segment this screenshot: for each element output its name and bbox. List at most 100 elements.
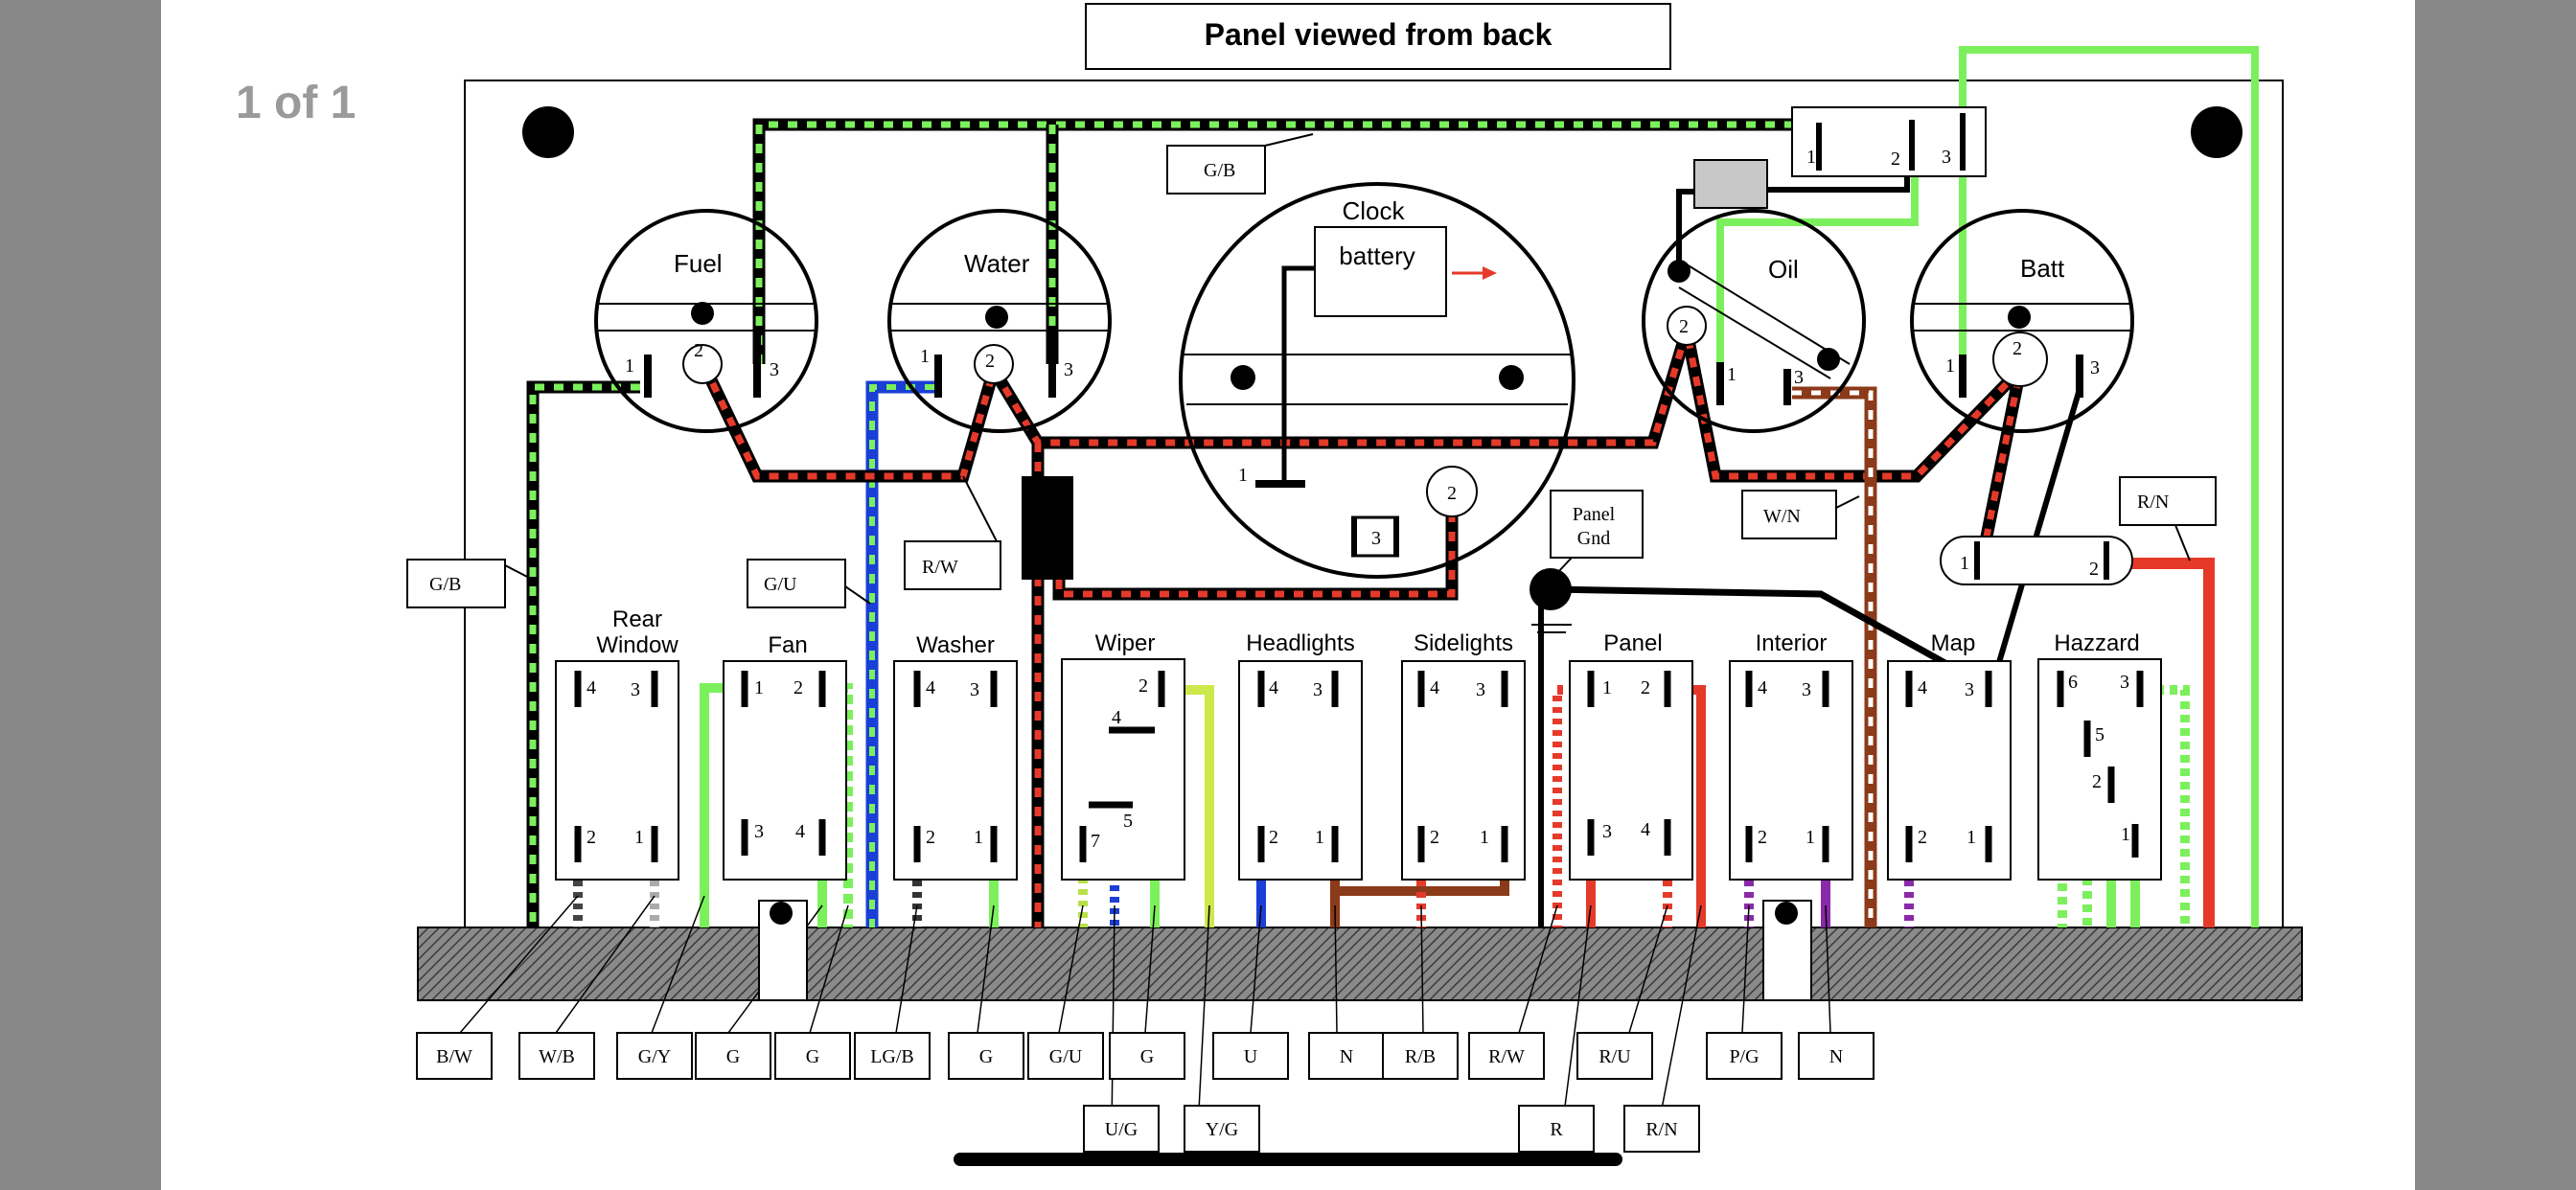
bottom-label-text: U xyxy=(1244,1046,1258,1067)
gauge-water: Water 1 2 3 xyxy=(887,209,1112,433)
side-labels: G/B G/B G/U R/W W/N R/N xyxy=(406,133,2217,608)
switch-interior-label: Interior xyxy=(1756,630,1828,656)
bottom-label-text: G xyxy=(726,1046,740,1067)
svg-text:1: 1 xyxy=(1315,827,1324,848)
bottom-label-text: W/B xyxy=(539,1046,575,1067)
svg-text:1: 1 xyxy=(1806,827,1815,848)
clock-battery-box xyxy=(1314,226,1447,317)
bottom-label-text: R xyxy=(1550,1119,1563,1140)
svg-text:1: 1 xyxy=(1727,364,1736,385)
switch-fan-label: Fan xyxy=(768,632,807,658)
bottom-label-text: G xyxy=(806,1046,819,1067)
page-indicator: 1 of 1 xyxy=(236,78,356,128)
bottom-label-text: B/W xyxy=(436,1046,472,1067)
wire-wn-stripe xyxy=(1792,390,1874,927)
wire-rn xyxy=(2104,558,2215,927)
bottom-label: G/U xyxy=(1027,1032,1104,1080)
switch-wiper: Wiper 2 4 5 7 xyxy=(1061,630,1185,881)
svg-text:2: 2 xyxy=(1447,483,1457,504)
svg-text:3: 3 xyxy=(1476,679,1485,700)
svg-text:2: 2 xyxy=(694,340,703,361)
svg-text:5: 5 xyxy=(2095,724,2104,745)
bottom-label-text: G/U xyxy=(1049,1046,1083,1067)
svg-text:4: 4 xyxy=(926,677,935,698)
label-wn-right: W/N xyxy=(1763,506,1801,527)
svg-text:4: 4 xyxy=(795,821,805,842)
bottom-label: R/B xyxy=(1382,1032,1459,1080)
bottom-label-text: R/U xyxy=(1598,1046,1631,1067)
bottom-label: P/G xyxy=(1706,1032,1782,1080)
svg-text:2: 2 xyxy=(794,677,803,698)
svg-text:1: 1 xyxy=(1480,827,1489,848)
bottom-label: G/Y xyxy=(616,1032,693,1080)
svg-text:1: 1 xyxy=(1945,355,1955,377)
bottom-label-text: P/G xyxy=(1729,1046,1759,1067)
svg-text:1: 1 xyxy=(2121,824,2130,845)
svg-text:4: 4 xyxy=(1641,819,1650,840)
gauge-fuel-label: Fuel xyxy=(674,249,723,278)
switch-headlights: Headlights 4 3 2 1 xyxy=(1238,630,1363,881)
svg-text:1: 1 xyxy=(1602,677,1612,698)
gauge-oil-label: Oil xyxy=(1768,255,1799,284)
svg-text:4: 4 xyxy=(1269,677,1278,698)
bottom-label: G xyxy=(948,1032,1024,1080)
bottom-label: G xyxy=(774,1032,851,1080)
bottom-label-text: R/B xyxy=(1405,1046,1436,1067)
svg-text:2: 2 xyxy=(2092,771,2102,792)
switch-interior: Interior 4 3 2 1 xyxy=(1729,630,1853,881)
gauge-oil: Oil 2 1 3 xyxy=(1642,209,1866,433)
bottom-label-text: Y/G xyxy=(1206,1119,1238,1140)
svg-text:7: 7 xyxy=(1091,831,1100,852)
svg-text:2: 2 xyxy=(985,351,995,372)
svg-text:3: 3 xyxy=(1371,528,1381,549)
bottom-label-text: LG/B xyxy=(870,1046,914,1067)
svg-text:1: 1 xyxy=(625,355,634,377)
label-rw-mid: R/W xyxy=(922,557,958,578)
switch-rear-window-label1: Rear xyxy=(612,606,662,632)
panel-ground-line1: Panel xyxy=(1573,504,1616,525)
svg-text:5: 5 xyxy=(1123,811,1133,832)
wire-gb-left-stripe xyxy=(529,383,640,927)
panel-ground: Panel Gnd xyxy=(1530,490,1644,633)
svg-text:1: 1 xyxy=(974,827,983,848)
bottom-label: R/N xyxy=(1623,1105,1700,1153)
svg-text:1: 1 xyxy=(754,677,764,698)
label-gb-left: G/B xyxy=(429,574,461,595)
svg-text:2: 2 xyxy=(2089,559,2099,580)
gauge-clock-label: Clock xyxy=(1342,196,1405,225)
bottom-label-text: N xyxy=(1829,1046,1843,1067)
title-box xyxy=(1085,3,1671,70)
svg-text:3: 3 xyxy=(1313,679,1322,700)
svg-text:3: 3 xyxy=(1802,679,1811,700)
switch-panel-label: Panel xyxy=(1603,630,1662,656)
mount-hole-right xyxy=(2191,106,2242,158)
svg-text:1: 1 xyxy=(1806,147,1816,168)
switch-fan: Fan 1 2 3 4 xyxy=(723,632,847,881)
switch-panel: Panel 1 2 3 4 xyxy=(1569,630,1693,881)
svg-text:3: 3 xyxy=(631,679,640,700)
svg-text:3: 3 xyxy=(754,821,764,842)
panel-ground-line2: Gnd xyxy=(1577,528,1610,549)
switches: Rear Window 4 3 2 1 Fan 1 2 3 4 Washer xyxy=(555,606,2162,881)
svg-text:2: 2 xyxy=(1679,316,1689,337)
harness-notches xyxy=(758,900,1812,1001)
mount-hole-left xyxy=(522,106,574,158)
relay-unit xyxy=(1693,159,1768,209)
clock-battery-label: battery xyxy=(1339,241,1415,270)
svg-text:1: 1 xyxy=(920,346,930,367)
wire-gb-top-stripe xyxy=(755,121,1821,364)
resistor-block xyxy=(1022,476,1073,580)
bottom-label-text: N xyxy=(1340,1046,1353,1067)
svg-text:2: 2 xyxy=(1430,827,1439,848)
bottom-label: R/U xyxy=(1576,1032,1653,1080)
svg-text:1: 1 xyxy=(634,827,644,848)
svg-text:2: 2 xyxy=(2012,338,2022,359)
svg-text:1: 1 xyxy=(1966,827,1976,848)
wire-panel-gnd-map xyxy=(1550,585,1995,694)
diagram-title: Panel viewed from back xyxy=(1205,17,1552,52)
switch-rear-window-label2: Window xyxy=(596,632,678,658)
bottom-label: U xyxy=(1212,1032,1289,1080)
